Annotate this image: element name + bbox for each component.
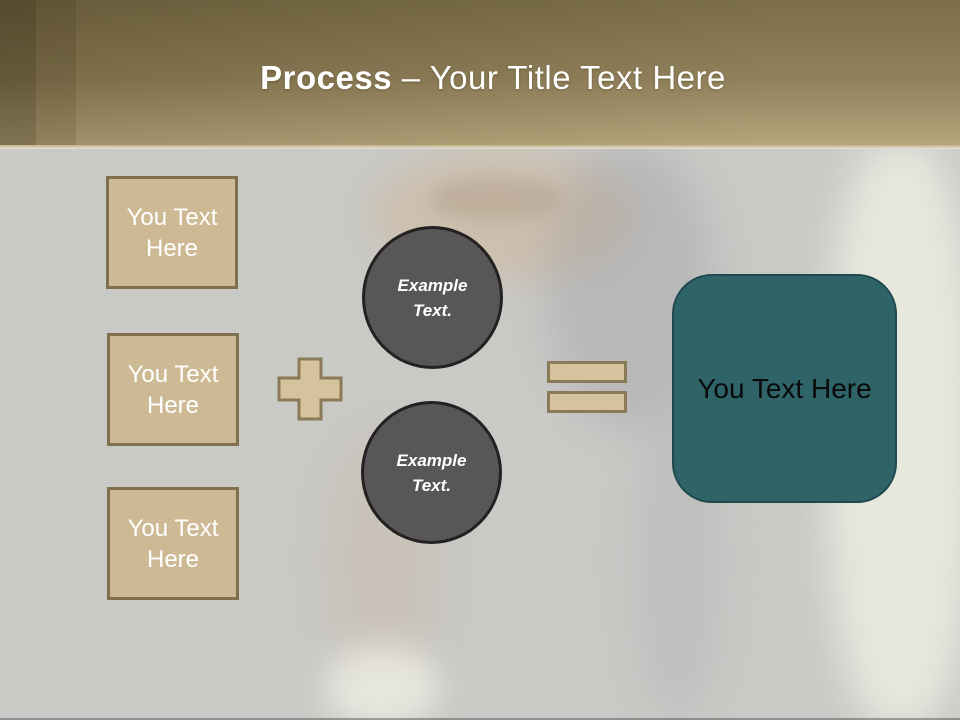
- input-box-3: You Text Here: [107, 487, 239, 600]
- result-box-label: You Text Here: [697, 372, 872, 404]
- input-box-2: You Text Here: [107, 333, 239, 446]
- equals-bar-top: [547, 361, 627, 383]
- example-circle-2-line1: Example: [396, 450, 467, 470]
- slide-title: Process – Your Title Text Here: [260, 59, 726, 97]
- slide-header: Process – Your Title Text Here: [0, 0, 960, 145]
- bottom-edge-line: [0, 718, 960, 720]
- left-edge-band-medium: [36, 0, 76, 145]
- background-ghost-glow: [325, 645, 440, 720]
- example-circle-1: Example Text.: [362, 226, 503, 369]
- plus-icon: [277, 357, 343, 421]
- input-box-1: You Text Here: [106, 176, 238, 289]
- example-circle-1-line2: Text.: [412, 300, 453, 320]
- header-separator-line: [0, 145, 960, 149]
- slide-title-rest: – Your Title Text Here: [392, 58, 726, 96]
- result-box: You Text Here: [672, 274, 897, 503]
- example-circle-1-line1: Example: [397, 275, 468, 295]
- background-ghost-eye: [430, 178, 560, 220]
- input-box-2-label: You Text Here: [127, 360, 219, 419]
- input-box-1-label: You Text Here: [126, 203, 218, 262]
- input-box-3-label: You Text Here: [127, 514, 219, 573]
- example-circle-2: Example Text.: [361, 401, 502, 544]
- slide-title-keyword: Process: [260, 58, 393, 96]
- left-edge-band-dark: [0, 0, 36, 145]
- example-circle-2-line2: Text.: [411, 475, 452, 495]
- equals-bar-bottom: [547, 391, 627, 413]
- header-shade: [0, 0, 960, 145]
- equals-icon: [547, 361, 627, 413]
